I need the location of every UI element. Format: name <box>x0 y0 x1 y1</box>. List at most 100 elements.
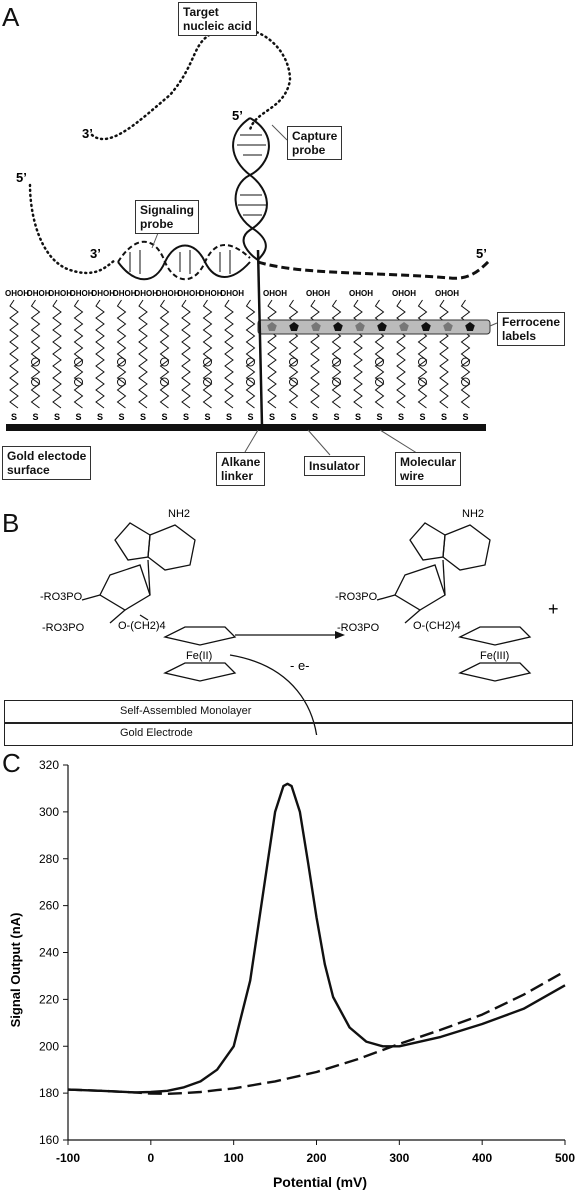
capture-helix <box>232 117 270 261</box>
sulfur-atom: S <box>119 412 125 422</box>
headgroup-label: OHOH <box>5 289 29 298</box>
nh2-right: NH2 <box>462 508 484 520</box>
capture-probe-label: Capture probe <box>287 126 343 160</box>
right-5prime: 5’ <box>476 246 487 261</box>
x-tick-label: 400 <box>472 1151 492 1165</box>
phos-left-top: -RO3PO <box>40 591 83 603</box>
ferrocene-labels-label: Ferrocene labels <box>497 312 566 346</box>
chart-series <box>67 782 566 1095</box>
alkane-linker-label: Alkane linker <box>216 452 266 486</box>
y-tick-label: 280 <box>39 852 59 866</box>
headgroup-label: OHOH <box>48 289 72 298</box>
x-tick-label: 500 <box>555 1151 575 1165</box>
y-tick-label: 300 <box>39 805 59 819</box>
fe-left: Fe(II) <box>186 650 212 662</box>
gold-electrode-bar <box>6 424 486 431</box>
sam-layer: Self-Assembled Monolayer <box>4 700 573 724</box>
sulfur-atom: S <box>76 412 82 422</box>
ferrocene-mark <box>421 322 431 331</box>
signaling-probe-label: Signaling probe <box>135 200 199 234</box>
headgroup-label: OHOH <box>156 289 180 298</box>
headgroup-label: OHOH <box>220 289 244 298</box>
dashed-series-line <box>67 970 566 1095</box>
ferrocene-mark <box>443 322 453 331</box>
left-dotted-strand <box>28 183 117 275</box>
headgroup-label: OHOH <box>349 289 373 298</box>
linker-right: O-(CH2)4 <box>413 620 461 632</box>
sulfur-atom: S <box>97 412 103 422</box>
sulfur-atom: S <box>355 412 361 422</box>
x-tick-label: 100 <box>224 1151 244 1165</box>
alkane-linker-line <box>256 249 264 427</box>
solid-series-line <box>67 782 566 1094</box>
ferrocene-marks <box>267 322 475 331</box>
headgroup-label: OHOH <box>27 289 51 298</box>
sulfur-atom: S <box>334 412 340 422</box>
right-nucleoside <box>376 522 532 682</box>
phos-left-bottom: -RO3PO <box>42 622 85 634</box>
x-axis-label: Potential (mV) <box>273 1174 367 1190</box>
ferrocene-mark <box>399 322 409 331</box>
y-tick-label: 260 <box>39 899 59 913</box>
sulfur-atom: S <box>269 412 275 422</box>
insulator-label: Insulator <box>304 456 365 476</box>
signaling-helix <box>117 241 251 281</box>
left-5prime: 5’ <box>16 170 27 185</box>
headgroup-label: OHOH <box>263 289 287 298</box>
ferrocene-mark <box>465 322 475 331</box>
y-tick-label: 180 <box>39 1086 59 1100</box>
headgroup-label: OHOH <box>91 289 115 298</box>
x-tick-label: -100 <box>56 1151 80 1165</box>
gold-electrode-layer: Gold Electrode <box>4 722 573 746</box>
headgroup-label: OHOH <box>70 289 94 298</box>
headgroup-label: OHOH <box>306 289 330 298</box>
charge-plus: + <box>548 599 559 619</box>
capture-5prime: 5’ <box>232 108 243 123</box>
gold-electrode-label: Gold Electrode <box>120 727 193 739</box>
headgroup-label: OHOH <box>134 289 158 298</box>
y-axis-label: Signal Output (nA) <box>8 913 23 1028</box>
panel-b-letter: B <box>2 508 20 538</box>
headgroup-label: OHOH <box>392 289 416 298</box>
headgroup-label: OHOH <box>177 289 201 298</box>
fe-right: Fe(III) <box>480 650 509 662</box>
sulfur-atom: S <box>140 412 146 422</box>
headgroup-label: OHOH <box>435 289 459 298</box>
sulfur-atom: S <box>291 412 297 422</box>
panel-a-diagram: S OHOH S OHOH S OHOH S OHOH S OHOH S OHOH S OHOH S OHOH… <box>5 26 498 456</box>
sulfur-atom: S <box>441 412 447 422</box>
left-nucleoside <box>81 522 237 682</box>
panel-a-letter: A <box>2 2 20 32</box>
y-tick-label: 320 <box>39 758 59 772</box>
sulfur-atom: S <box>398 412 404 422</box>
ferrocene-mark <box>333 322 343 331</box>
sulfur-atom: S <box>420 412 426 422</box>
phos-right-top: -RO3PO <box>335 591 378 603</box>
ferrocene-mark <box>355 322 365 331</box>
electron-label: - e- <box>290 658 310 673</box>
sulfur-atom: S <box>377 412 383 422</box>
sulfur-atom: S <box>463 412 469 422</box>
headgroup-label: OHOH <box>113 289 137 298</box>
gold-electrode-surface-label: Gold electode surface <box>2 446 92 480</box>
monolayer-chains: S OHOH S OHOH S OHOH S OHOH S OHOH S OHOH S OHOH S OHOH… <box>5 289 471 422</box>
x-tick-label: 200 <box>306 1151 326 1165</box>
sulfur-atom: S <box>248 412 254 422</box>
sulfur-atom: S <box>162 412 168 422</box>
target-3prime: 3’ <box>82 126 93 141</box>
y-tick-label: 240 <box>39 946 59 960</box>
signal-3prime: 3’ <box>90 246 101 261</box>
phos-right-bottom: -RO3PO <box>337 622 380 634</box>
ferrocene-mark <box>311 322 321 331</box>
panel-c-letter: C <box>2 748 21 778</box>
sulfur-atom: S <box>226 412 232 422</box>
ferrocene-mark <box>377 322 387 331</box>
sulfur-atom: S <box>205 412 211 422</box>
nh2-left: NH2 <box>168 508 190 520</box>
ferrocene-mark <box>267 322 277 331</box>
sam-label: Self-Assembled Monolayer <box>120 705 252 717</box>
x-tick-label: 0 <box>147 1151 154 1165</box>
y-tick-label: 160 <box>39 1133 59 1147</box>
